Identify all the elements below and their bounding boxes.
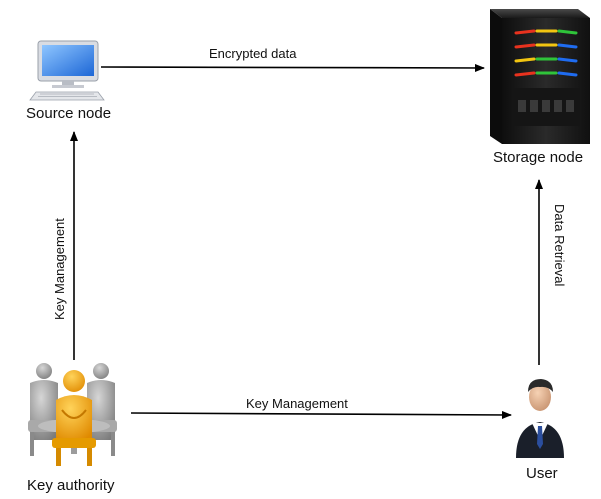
desktop-computer-icon: [29, 40, 105, 101]
source-node-label: Source node: [26, 105, 112, 122]
meeting-people-icon: [28, 363, 117, 466]
key-management-horizontal-label: Key Management: [246, 396, 348, 411]
storage-node-label: Storage node: [493, 149, 584, 166]
encrypted-data-label: Encrypted data: [209, 46, 297, 61]
data-retrieval-vertical-label: Data Retrieval: [552, 204, 567, 287]
business-user-icon: [516, 379, 564, 458]
key-management-vertical-label: Key Management: [52, 218, 67, 320]
arrow-source-to-storage: [100, 63, 485, 72]
user-label: User: [526, 465, 558, 482]
server-rack-icon: [490, 9, 590, 144]
key-authority-label: Key authority: [27, 477, 115, 494]
arrow-authority-to-user: [130, 410, 512, 419]
